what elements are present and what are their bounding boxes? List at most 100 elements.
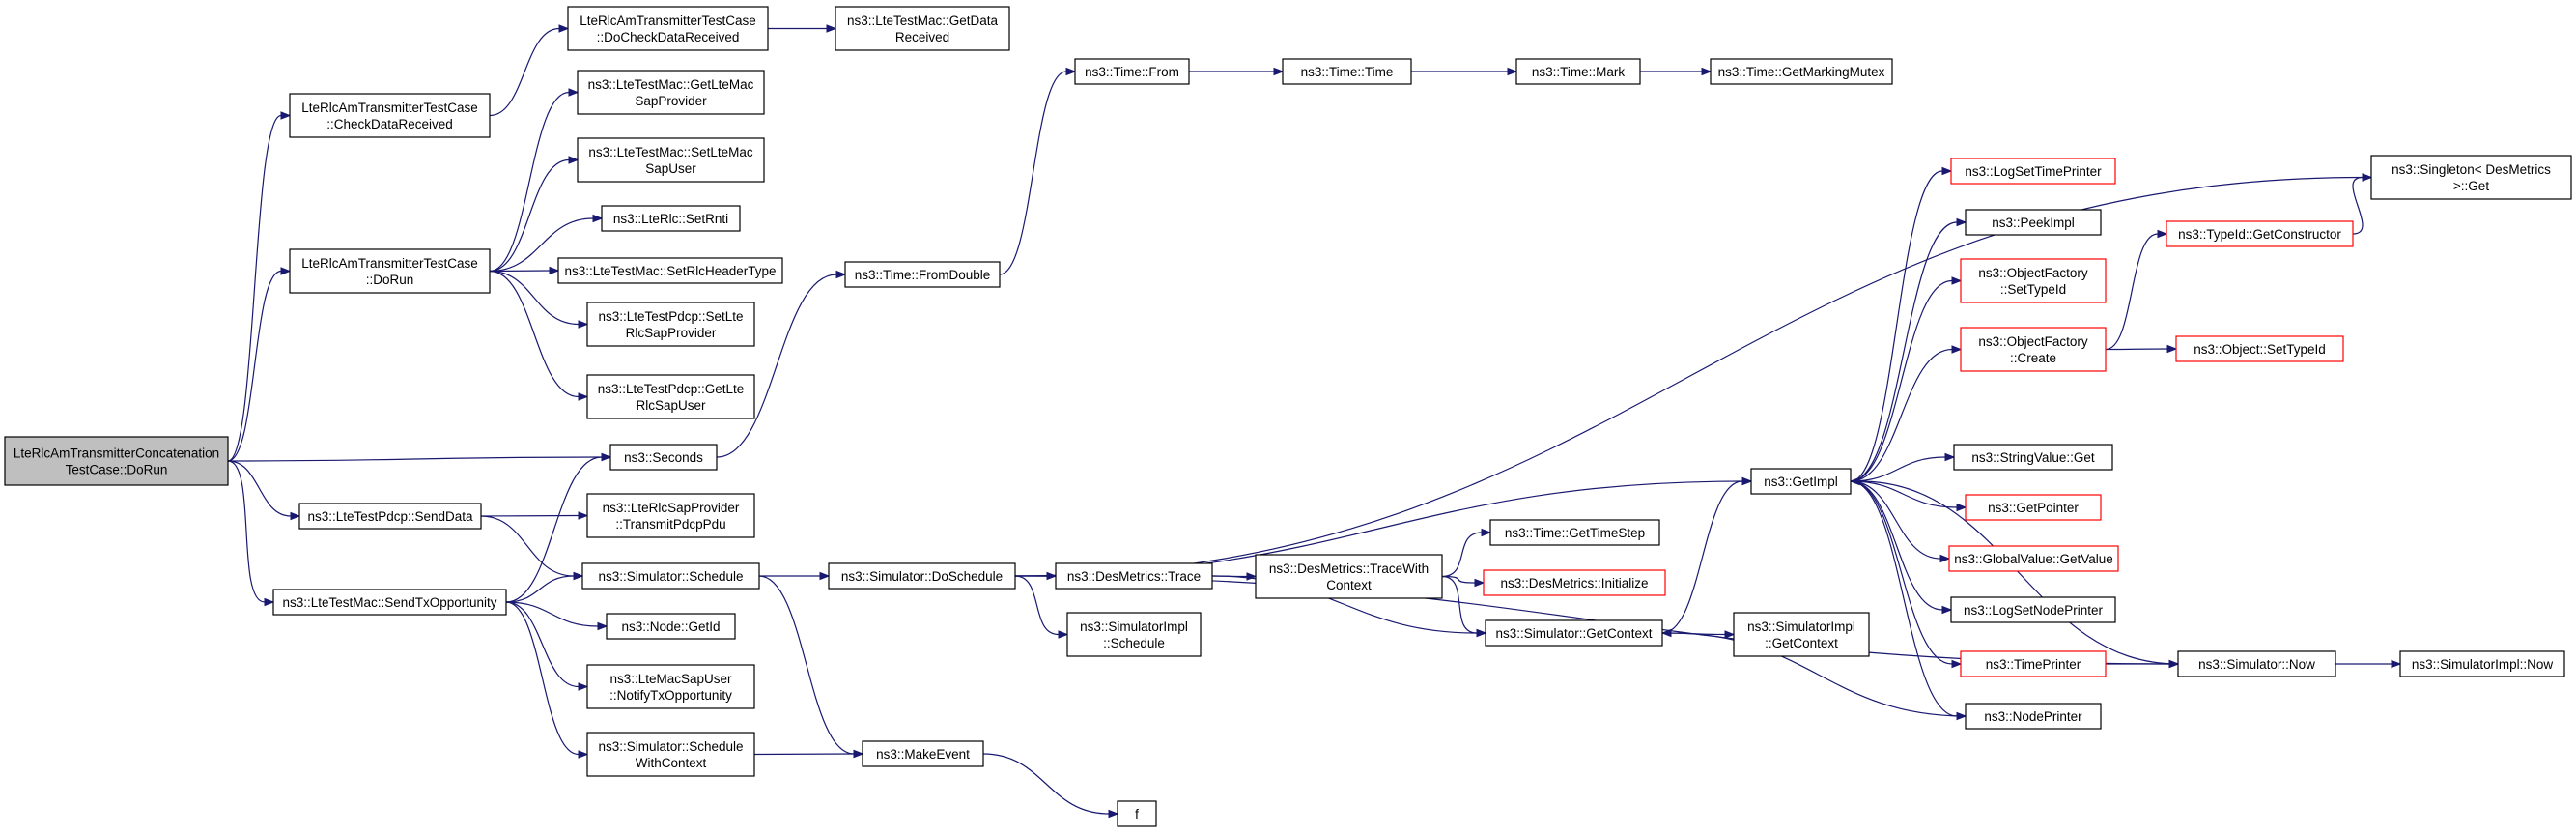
node-fromdouble[interactable]: ns3::Time::FromDouble xyxy=(844,261,1001,288)
edge-ofcreate-to-objsettype xyxy=(2105,344,2178,354)
node-makeevent[interactable]: ns3::MakeEvent xyxy=(862,740,984,767)
node-box xyxy=(1750,468,1852,495)
node-getid[interactable]: ns3::Node::GetId xyxy=(606,613,736,640)
edge-getimpl-to-logsetnode xyxy=(1850,480,1953,615)
node-desinit[interactable]: ns3::DesMetrics::Initialize xyxy=(1483,569,1666,596)
edge-root-to-sendtx xyxy=(227,460,275,607)
edge-dorun-to-getltemac xyxy=(489,88,580,273)
node-ofsettype[interactable]: ns3::ObjectFactory::SetTypeId xyxy=(1960,258,2107,303)
node-label: ns3::DesMetrics::Initialize xyxy=(1500,576,1648,590)
node-box xyxy=(1483,569,1666,596)
node-label: ns3::Simulator::Now xyxy=(2198,657,2315,672)
edge-dorun-to-setrlchdr xyxy=(489,266,560,275)
node-logsettime[interactable]: ns3::LogSetTimePrinter xyxy=(1950,158,2116,185)
edge-simnow-to-simimplnow xyxy=(2335,659,2402,669)
node-label: ns3::GlobalValue::GetValue xyxy=(1954,552,2113,566)
node-peekimpl[interactable]: ns3::PeekImpl xyxy=(1965,209,2102,236)
edge-doschedule-to-simimplsched xyxy=(1014,575,1069,639)
node-getconstructor[interactable]: ns3::TypeId::GetConstructor xyxy=(2166,220,2354,247)
node-box xyxy=(1282,58,1412,85)
node-nodeprinter[interactable]: ns3::NodePrinter xyxy=(1965,703,2102,730)
node-label: ns3::Node::GetId xyxy=(621,619,720,634)
edge-getimpl-to-getpointer xyxy=(1850,480,1967,512)
node-box xyxy=(1965,494,2102,521)
node-gettimestep[interactable]: ns3::Time::GetTimeStep xyxy=(1489,519,1660,546)
node-label: ::TransmitPdcpPdu xyxy=(615,517,725,532)
node-logsetnode[interactable]: ns3::LogSetNodePrinter xyxy=(1950,596,2116,623)
edge-root-to-seconds xyxy=(227,452,612,462)
node-objsettype[interactable]: ns3::Object::SetTypeId xyxy=(2175,335,2344,362)
edge-dorun-to-setltemac xyxy=(489,156,580,273)
node-cdr[interactable]: LteRlcAmTransmitterTestCase::CheckDataRe… xyxy=(289,93,491,138)
node-timefrom[interactable]: ns3::Time::From xyxy=(1074,58,1190,85)
node-singleton[interactable]: ns3::Singleton< DesMetrics>::Get xyxy=(2370,155,2572,200)
node-sendtx[interactable]: ns3::LteTestMac::SendTxOpportunity xyxy=(272,589,507,616)
node-label: ns3::PeekImpl xyxy=(1992,216,2075,230)
node-simimplnow[interactable]: ns3::SimulatorImpl::Now xyxy=(2399,650,2565,677)
node-box xyxy=(1489,519,1660,546)
node-simnow[interactable]: ns3::Simulator::Now xyxy=(2177,650,2336,677)
node-simimplsched[interactable]: ns3::SimulatorImpl::Schedule xyxy=(1066,612,1202,657)
edge-schedule-to-doschedule xyxy=(758,571,831,581)
node-ofcreate[interactable]: ns3::ObjectFactory::Create xyxy=(1960,327,2107,372)
node-getmarking[interactable]: ns3::Time::GetMarkingMutex xyxy=(1710,58,1893,85)
node-getimpl[interactable]: ns3::GetImpl xyxy=(1750,468,1852,495)
node-globalget[interactable]: ns3::GlobalValue::GetValue xyxy=(1948,545,2119,572)
node-timeprinter[interactable]: ns3::TimePrinter xyxy=(1960,650,2107,677)
node-getcontext[interactable]: ns3::Simulator::GetContext xyxy=(1485,619,1663,647)
node-label: ns3::StringValue::Get xyxy=(1971,450,2095,465)
edge-senddata-to-schedule xyxy=(480,515,584,581)
node-getpointer[interactable]: ns3::GetPointer xyxy=(1965,494,2102,521)
node-label: ::SetTypeId xyxy=(2000,282,2066,297)
node-label: LteRlcAmTransmitterConcatenation xyxy=(14,446,219,461)
node-timemark[interactable]: ns3::Time::Mark xyxy=(1515,58,1641,85)
node-label: LteRlcAmTransmitterTestCase xyxy=(301,256,478,271)
node-label: LteRlcAmTransmitterTestCase xyxy=(580,14,756,28)
edge-getcontext-to-getimpl xyxy=(1661,476,1753,634)
node-stringget[interactable]: ns3::StringValue::Get xyxy=(1953,444,2113,471)
node-simimplctx[interactable]: ns3::SimulatorImpl::GetContext xyxy=(1733,612,1870,657)
node-destrace[interactable]: ns3::DesMetrics::Trace xyxy=(1055,562,1213,590)
node-box xyxy=(581,562,760,590)
node-schedule[interactable]: ns3::Simulator::Schedule xyxy=(581,562,760,590)
node-box xyxy=(601,205,741,232)
edge-getimpl-to-nodeprinter xyxy=(1850,480,1967,721)
node-label: ::GetContext xyxy=(1765,636,1838,650)
node-f[interactable]: f xyxy=(1117,800,1157,827)
node-box xyxy=(1965,703,2102,730)
node-transmitpdcp[interactable]: ns3::LteRlcSapProvider::TransmitPdcpPdu xyxy=(586,493,755,538)
node-timetime[interactable]: ns3::Time::Time xyxy=(1282,58,1412,85)
edge-tracewc-to-getcontext xyxy=(1441,575,1487,638)
node-box xyxy=(586,493,755,538)
node-setrlchdr[interactable]: ns3::LteTestMac::SetRlcHeaderType xyxy=(557,257,783,284)
node-box xyxy=(1074,58,1190,85)
node-label: ns3::ObjectFactory xyxy=(1978,266,2088,280)
node-box xyxy=(557,257,783,284)
edge-tracewc-to-gettimestep xyxy=(1441,528,1492,578)
node-doschedule[interactable]: ns3::Simulator::DoSchedule xyxy=(828,562,1016,590)
node-box xyxy=(298,503,482,530)
node-box xyxy=(606,613,736,640)
node-notifytx[interactable]: ns3::LteMacSapUser::NotifyTxOpportunity xyxy=(586,664,755,709)
edge-dorun-to-setrnti xyxy=(489,214,604,273)
node-label: SapUser xyxy=(645,161,696,176)
node-label: ns3::Time::Time xyxy=(1301,65,1394,79)
node-box xyxy=(862,740,984,767)
node-label: ns3::SimulatorImpl xyxy=(1080,619,1188,634)
node-root[interactable]: LteRlcAmTransmitterConcatenationTestCase… xyxy=(4,436,229,486)
edge-schedule-to-makeevent xyxy=(758,575,864,759)
node-setrnti[interactable]: ns3::LteRlc::SetRnti xyxy=(601,205,741,232)
node-docdr[interactable]: LteRlcAmTransmitterTestCase::DoCheckData… xyxy=(567,6,769,51)
edge-root-to-senddata xyxy=(227,460,301,521)
node-seconds[interactable]: ns3::Seconds xyxy=(609,444,718,471)
node-dorun[interactable]: LteRlcAmTransmitterTestCase::DoRun xyxy=(289,248,491,294)
node-label: ns3::Simulator::GetContext xyxy=(1495,626,1652,641)
node-senddata[interactable]: ns3::LteTestPdcp::SendData xyxy=(298,503,482,530)
